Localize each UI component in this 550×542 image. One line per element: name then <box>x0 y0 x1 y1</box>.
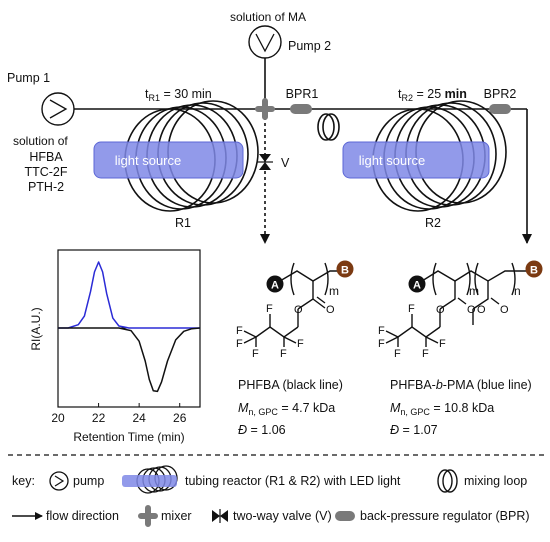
x-axis-label: Retention Time (min) <box>73 430 184 444</box>
svg-text:m: m <box>469 284 479 298</box>
svg-text:O: O <box>294 304 303 316</box>
chain-end-b <box>336 260 354 278</box>
reactor-r1-label: R1 <box>175 216 191 230</box>
reactor-r1: light source <box>93 100 259 212</box>
series-line-1 <box>58 261 200 329</box>
reagent-2: TTC-2F <box>24 165 67 179</box>
x-tick-label: 26 <box>173 411 187 425</box>
block-copolymer-structure <box>385 262 530 347</box>
svg-text:A: A <box>413 280 421 292</box>
block-copolymer-labels: A B m n O O O O F F F F F F <box>378 260 543 360</box>
svg-text:O: O <box>467 304 476 316</box>
block-name: PHFBA-b-PMA (blue line) <box>390 378 532 392</box>
svg-text:F: F <box>236 325 243 337</box>
svg-text:n: n <box>514 284 521 298</box>
mixing-loop-icon <box>317 113 335 141</box>
y-axis-label: RI(A.U.) <box>29 307 43 350</box>
series-line-2 <box>58 327 201 393</box>
svg-text:F: F <box>408 303 415 315</box>
svg-text:A: A <box>271 280 279 292</box>
svg-text:F: F <box>236 338 243 350</box>
key-flow-direction: flow direction <box>46 509 119 523</box>
chain-end-a <box>266 275 284 293</box>
light-source-r2 <box>342 141 490 179</box>
x-tick-label: 20 <box>51 411 65 425</box>
two-way-valve <box>257 154 273 170</box>
key-bpr-icon <box>335 511 355 521</box>
svg-text:O: O <box>326 304 335 316</box>
key-mixer-icon <box>138 505 158 527</box>
x-axis-ticks: 20 22 24 26 <box>51 403 187 425</box>
valve-label: V <box>281 156 290 170</box>
residence-time-r2: tR2 = 25 min <box>398 87 467 103</box>
light-source-r2-label: light source <box>359 153 425 168</box>
x-tick-label: 24 <box>132 411 146 425</box>
pump-2-label: Pump 2 <box>288 39 331 53</box>
phfba-structure <box>243 262 346 347</box>
key-mixing-loop: mixing loop <box>464 474 527 488</box>
reagent-1: HFBA <box>29 150 63 164</box>
svg-text:F: F <box>378 338 385 350</box>
bpr2-label: BPR2 <box>484 87 517 101</box>
block-chain-end-b <box>525 260 543 278</box>
gpc-chart: 20 22 24 26 Retention Time (min) RI(A.U.) <box>29 249 201 444</box>
light-source-r1-label: light source <box>115 153 181 168</box>
key-pump-icon <box>49 471 69 491</box>
key-label: key: <box>12 474 35 488</box>
svg-text:F: F <box>378 325 385 337</box>
svg-text:m: m <box>329 284 339 298</box>
svg-text:O: O <box>477 304 486 316</box>
svg-text:O: O <box>436 304 445 316</box>
svg-text:F: F <box>394 348 401 360</box>
key-mixer: mixer <box>161 509 192 523</box>
svg-text:B: B <box>341 265 349 277</box>
residence-time-r1: tR1 = 30 min <box>145 87 212 103</box>
key-tubing: tubing reactor (R1 & R2) with LED light <box>185 474 401 488</box>
light-source-r1 <box>93 141 244 179</box>
key-pump: pump <box>73 474 104 488</box>
svg-text:F: F <box>280 348 287 360</box>
mixer-icon <box>255 98 275 120</box>
reactor-r2-label: R2 <box>425 216 441 230</box>
pump-1-icon <box>41 92 75 126</box>
svg-text:F: F <box>266 303 273 315</box>
block-dispersity: Đ = 1.07 <box>390 423 438 437</box>
phfba-labels: A B m O O F F F F F F <box>236 260 354 360</box>
reactor-r2: light source <box>342 100 507 212</box>
solution-of-label: solution of <box>13 134 68 148</box>
svg-text:B: B <box>530 265 538 277</box>
key-bpr: back-pressure regulator (BPR) <box>360 509 530 523</box>
x-tick-label: 22 <box>92 411 106 425</box>
bpr1-icon <box>290 104 312 114</box>
flow-scheme: Pump 1 solution of HFBA TTC-2F PTH-2 sol… <box>7 10 532 244</box>
series-lines <box>58 261 201 393</box>
svg-text:F: F <box>439 338 446 350</box>
key-mixing-loop-icon <box>437 469 458 493</box>
block-chain-end-a <box>408 275 426 293</box>
reagent-3: PTH-2 <box>28 180 64 194</box>
svg-text:O: O <box>500 304 509 316</box>
key-valve-icon <box>212 509 228 523</box>
phfba-dispersity: Đ = 1.06 <box>238 423 286 437</box>
key-tubing-reactor-icon <box>122 465 178 494</box>
pump-2 <box>248 25 282 59</box>
pump-2-icon <box>248 25 282 59</box>
bpr1-label: BPR1 <box>286 87 319 101</box>
solution-ma-label: solution of MA <box>230 10 306 24</box>
svg-text:F: F <box>252 348 259 360</box>
phfba-mn: Mn, GPC = 4.7 kDa <box>238 401 335 417</box>
key-legend: key: pump tubing reactor (R1 & R2) with … <box>12 465 530 527</box>
key-valve: two-way valve (V) <box>233 509 332 523</box>
block-mn: Mn, GPC = 10.8 kDa <box>390 401 494 417</box>
pump-1-label: Pump 1 <box>7 71 50 85</box>
phfba-name: PHFBA (black line) <box>238 378 343 392</box>
bpr2-icon <box>489 104 511 114</box>
svg-text:F: F <box>422 348 429 360</box>
pump-1 <box>41 92 75 126</box>
svg-text:F: F <box>297 338 304 350</box>
